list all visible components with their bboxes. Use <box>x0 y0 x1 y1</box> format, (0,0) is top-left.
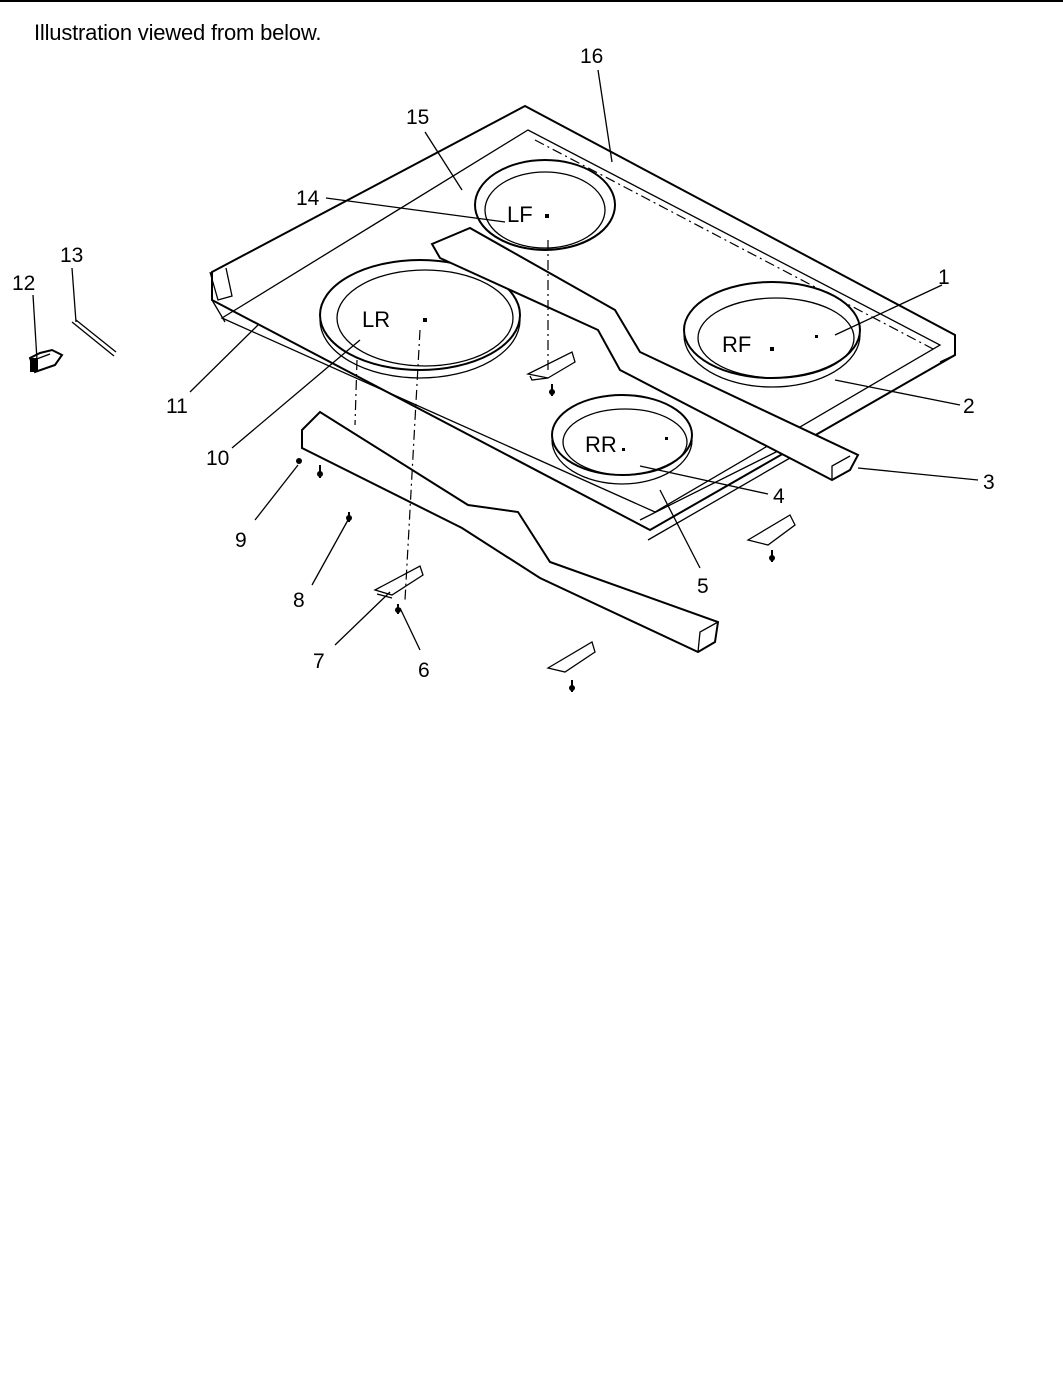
burner-center-dot <box>665 437 668 440</box>
burner-center-dot <box>770 347 774 351</box>
part-12-bracket <box>28 348 64 374</box>
burner-center-dot <box>545 214 549 218</box>
part-13-rod <box>71 319 117 357</box>
burner-center-dot <box>423 318 427 322</box>
burner-rf: RF <box>683 281 861 388</box>
diagram-caption: Illustration viewed from below. <box>34 20 322 45</box>
screw <box>549 384 555 396</box>
callout-6: 6 <box>418 659 430 682</box>
callout-12: 12 <box>12 272 35 295</box>
callout-14: 14 <box>296 187 320 210</box>
callout-16: 16 <box>580 45 603 68</box>
alignment-line <box>404 329 421 601</box>
callout-5: 5 <box>697 575 709 598</box>
screw <box>395 604 401 614</box>
callout-3: 3 <box>983 471 995 494</box>
burner-label-rf: RF <box>722 332 751 357</box>
burner-lr: LR <box>319 259 521 379</box>
clip <box>526 351 576 381</box>
callout-2: 2 <box>963 395 975 418</box>
screw <box>296 458 302 464</box>
callout-7: 7 <box>313 650 325 673</box>
burner-label-lr: LR <box>362 307 390 332</box>
clip <box>546 641 596 673</box>
center-support-channel <box>430 226 860 482</box>
burner-lf: LF <box>474 159 616 251</box>
clip <box>373 565 424 599</box>
callout-15: 15 <box>406 106 429 129</box>
clip <box>746 514 796 546</box>
burner-center-dot <box>815 335 818 338</box>
callout-10: 10 <box>206 447 229 470</box>
leader-lines <box>32 69 979 651</box>
burner-rr: RR <box>551 394 693 485</box>
burner-label-lf: LF <box>507 202 533 227</box>
alignment-line <box>354 359 358 426</box>
screw <box>317 465 323 478</box>
callout-9: 9 <box>235 529 247 552</box>
callout-8: 8 <box>293 589 305 612</box>
callout-1: 1 <box>938 266 950 289</box>
cooktop-frame <box>209 104 956 541</box>
callout-11: 11 <box>166 395 188 418</box>
burner-center-dot <box>622 448 625 451</box>
screw <box>569 680 575 692</box>
screw <box>769 550 775 562</box>
top-rule <box>0 0 1063 2</box>
callout-4: 4 <box>773 485 785 508</box>
burner-label-rr: RR <box>585 432 617 457</box>
callout-13: 13 <box>60 244 83 267</box>
screw <box>346 512 352 522</box>
front-support-channel <box>301 410 720 654</box>
